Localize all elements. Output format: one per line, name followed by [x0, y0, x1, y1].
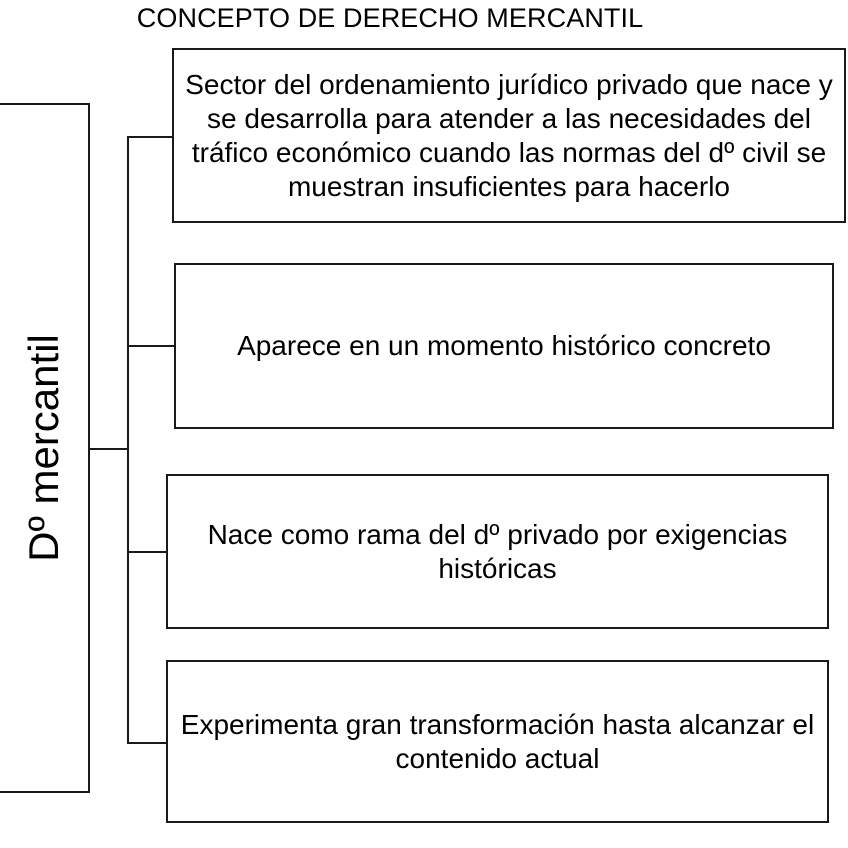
- connector-branch-3: [127, 551, 167, 553]
- branch-node-label-2: Aparece en un momento histórico concreto: [237, 330, 771, 361]
- branch-node-box-4[interactable]: Experimenta gran transformación hasta al…: [166, 660, 829, 823]
- connector-branch-4: [127, 742, 167, 744]
- branch-node-box-3[interactable]: Nace como rama del dº privado por exigen…: [166, 474, 829, 629]
- branch-node-label-1: Sector del ordenamiento jurídico privado…: [185, 68, 833, 202]
- branch-node-label-4: Experimenta gran transformación hasta al…: [180, 708, 815, 774]
- connector-spine-vertical: [127, 136, 129, 744]
- connector-trunk-horizontal: [88, 448, 129, 450]
- connector-branch-2: [127, 345, 175, 347]
- root-node-label: Dº mercantil: [20, 334, 67, 562]
- branch-node-label-3: Nace como rama del dº privado por exigen…: [207, 518, 788, 584]
- branch-node-box-1[interactable]: Sector del ordenamiento jurídico privado…: [172, 48, 846, 223]
- branch-node-box-2[interactable]: Aparece en un momento histórico concreto: [174, 263, 834, 429]
- page-title: CONCEPTO DE DERECHO MERCANTIL: [136, 3, 644, 33]
- connector-branch-1: [127, 136, 173, 138]
- root-node-box[interactable]: Dº mercantil: [0, 103, 90, 793]
